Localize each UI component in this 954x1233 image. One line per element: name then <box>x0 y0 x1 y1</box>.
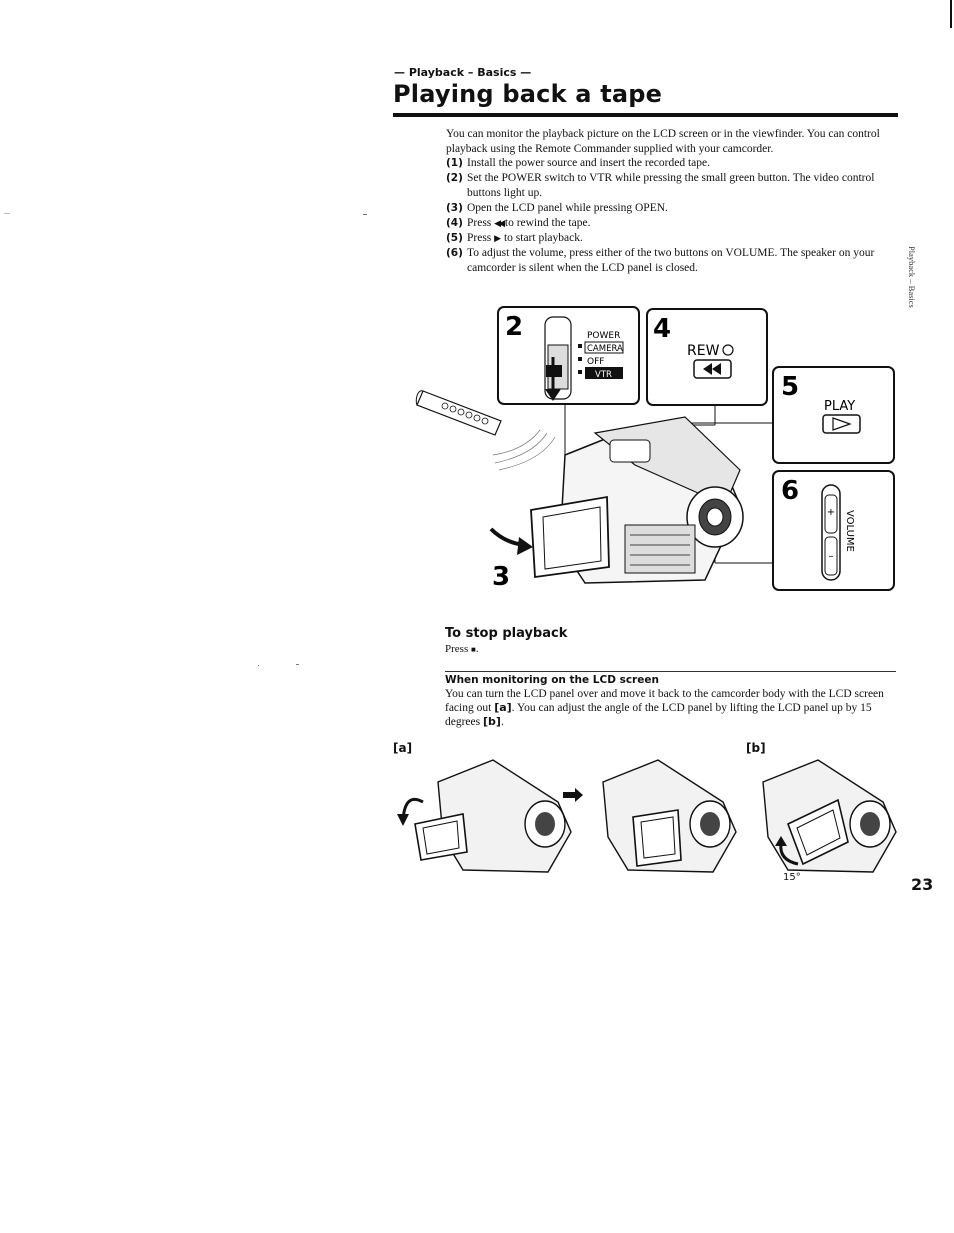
page-edge-mark <box>950 0 952 28</box>
scan-speck <box>363 214 367 215</box>
rewind-icon: ◀◀ <box>494 218 505 228</box>
power-label: POWER <box>587 331 620 341</box>
vtr-indicator <box>585 367 623 379</box>
figure-label-a: [a] <box>393 741 413 755</box>
camcorder-illustration: 3 <box>489 416 744 592</box>
callout-5-number: 5 <box>781 372 799 402</box>
step-item: (2)Set the POWER switch to VTR while pre… <box>446 172 875 199</box>
angle-label: 15° <box>783 872 801 883</box>
page-title: Playing back a tape <box>393 80 663 108</box>
vtr-label: VTR <box>595 370 612 380</box>
rewind-icon <box>703 363 712 375</box>
scan-speck <box>258 665 259 666</box>
play-icon: ▶ <box>494 233 502 243</box>
stop-playback-text: Press ■. <box>445 643 479 655</box>
camcorder-lcd-closed-illustration <box>602 759 737 873</box>
volume-minus: – <box>829 551 834 562</box>
camcorder-lcd-tilted-illustration <box>762 759 897 873</box>
lcd-position-figures <box>397 759 897 873</box>
title-rule <box>393 113 898 117</box>
volume-label: VOLUME <box>844 510 855 552</box>
callout-6-number: 6 <box>781 476 799 506</box>
scan-speck <box>4 213 10 214</box>
callout-4-box: 4 REW <box>646 308 768 406</box>
callout-4-number: 4 <box>653 314 671 344</box>
note-rule <box>445 671 896 672</box>
rew-label: REW <box>687 343 720 359</box>
step-item: (4)Press ◀◀ to rewind the tape. <box>446 217 591 229</box>
step-item: (3)Open the LCD panel while pressing OPE… <box>446 202 668 214</box>
side-tab: Playback – Basics <box>907 246 917 308</box>
viewfinder <box>609 439 651 463</box>
off-label: OFF <box>587 357 604 367</box>
step-3-number: 3 <box>492 562 510 592</box>
steps-list: (1)Install the power source and insert t… <box>446 156 896 276</box>
right-arrow-icon <box>563 788 583 802</box>
play-label: PLAY <box>824 399 855 414</box>
power-switch-icon <box>544 316 572 401</box>
step-item: (6)To adjust the volume, press either of… <box>446 247 875 274</box>
callout-6-box: 6 + – VOLUME <box>772 470 895 591</box>
section-label: — Playback – Basics — <box>394 66 532 79</box>
note-heading: When monitoring on the LCD screen <box>445 674 659 686</box>
page-number: 23 <box>911 875 934 894</box>
intro-paragraph: You can monitor the playback picture on … <box>446 128 880 155</box>
play-button <box>822 414 861 434</box>
camera-label: CAMERA <box>587 344 623 354</box>
stop-playback-heading: To stop playback <box>445 626 568 641</box>
callout-2-box: 2 POWER CAMERA OFF VTR <box>497 306 640 405</box>
step-item: (1)Install the power source and insert t… <box>446 157 710 169</box>
play-icon <box>832 417 852 431</box>
playback-diagram: 2 POWER CAMERA OFF VTR 4 REW 5 PLAY <box>415 306 895 592</box>
tilt-arrow-icon <box>779 843 799 866</box>
scan-speck <box>296 664 299 665</box>
callout-2-number: 2 <box>505 312 523 342</box>
callout-5-box: 5 PLAY <box>772 366 895 464</box>
figure-label-b: [b] <box>746 741 766 755</box>
camcorder-lcd-flipped-illustration <box>397 759 572 873</box>
remote-commander-illustration <box>415 390 556 471</box>
stop-icon: ■ <box>470 645 476 654</box>
volume-plus: + <box>827 507 835 518</box>
step-item: (5)Press ▶ to start playback. <box>446 232 583 244</box>
note-paragraph: You can turn the LCD panel over and move… <box>445 688 884 728</box>
